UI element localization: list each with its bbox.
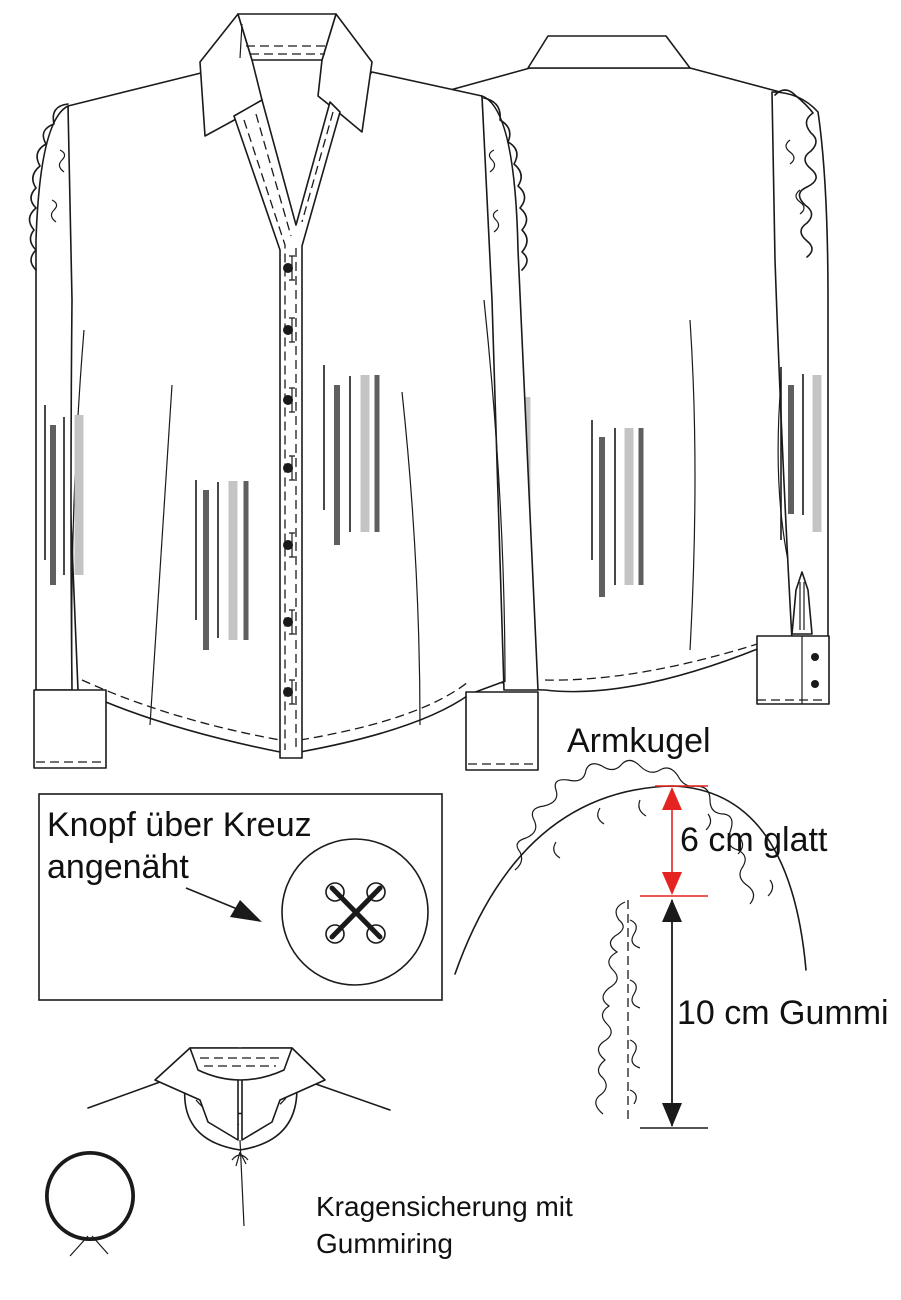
front-placket: [233, 99, 341, 759]
collar-securing-detail: Kragensicherung mit Gummiring: [45, 1047, 573, 1259]
arrow-up-icon: [662, 899, 682, 922]
front-right-ruffle-curl: [488, 149, 500, 233]
back-stripe-group-center: [591, 420, 644, 597]
sleeve-cap-title: Armkugel: [567, 722, 711, 760]
blouse-front-view: [28, 13, 539, 771]
sleeve-cap-outline: [454, 785, 807, 975]
back-sleeve-ruffle: [774, 89, 817, 258]
collar-note-line1: Kragensicherung mit: [316, 1191, 573, 1222]
placket-stitch-lapel: [301, 111, 334, 223]
cuff-button-icon: [811, 653, 819, 661]
elastic-ruffle: [595, 901, 626, 1115]
gather-curl: [553, 799, 774, 897]
smooth-length-label: 6 cm glatt: [680, 821, 828, 859]
back-ruffle-curl-1: [785, 139, 795, 165]
shoulder-line-right: [309, 1081, 391, 1111]
elastic-ring-highlight: [48, 1154, 132, 1238]
back-hem-stitch: [544, 639, 771, 681]
arrow-down-icon: [662, 1103, 682, 1127]
front-left-cuff: [33, 689, 107, 769]
placket-button-icon: [283, 679, 295, 705]
front-buttons: [283, 255, 295, 705]
back-dart-right: [689, 319, 696, 651]
back-cuff: [756, 635, 830, 705]
front-right-cuff: [465, 691, 539, 771]
placket-stitch-left: [243, 119, 286, 750]
collar-stand-detail: [189, 1047, 293, 1081]
collar-note-line2: Gummiring: [316, 1228, 453, 1259]
collar-fold: [239, 23, 243, 59]
back-stripe-group-right: [780, 367, 822, 540]
front-left-sleeve: [35, 105, 73, 691]
cross-stitch-icon: [329, 885, 383, 940]
front-stripe-group-right: [323, 365, 380, 545]
sleeve-cap-gather: [514, 759, 755, 905]
front-collar-stand: [237, 13, 337, 61]
placket-button-icon: [283, 255, 295, 281]
placket-line: [799, 582, 805, 630]
back-sleeve-placket: [791, 571, 813, 635]
placket-button-icon: [283, 532, 295, 558]
front-right-ruffle: [483, 97, 528, 271]
front-seam-left: [149, 384, 173, 726]
elastic-length-label: 10 cm Gummi: [677, 994, 889, 1032]
front-left-ruffle-curl: [50, 149, 66, 223]
front-left-ruffle: [28, 103, 69, 271]
placket-button-icon: [283, 455, 295, 481]
placket-button-icon: [283, 387, 295, 413]
front-stripe-group-left: [195, 480, 249, 650]
back-ruffle-curl-2: [795, 189, 805, 215]
arrow-head-icon: [230, 900, 262, 922]
front-stripe-group-sleeve: [44, 405, 84, 585]
elastic-loop-knot-icon: [231, 1151, 249, 1167]
arrow-down-icon: [662, 872, 682, 895]
front-side-left: [71, 329, 85, 681]
shoulder-line-left: [87, 1081, 161, 1109]
front-seam-right: [401, 391, 421, 726]
front-side-right: [483, 299, 506, 683]
elastic-ruffle-right: [629, 919, 641, 1105]
elastic-ring-knot-icon: [69, 1235, 109, 1257]
placket-stitch-inner: [255, 113, 292, 237]
front-right-sleeve: [481, 95, 539, 691]
button-detail-panel: Knopf über Kreuz angenäht: [38, 793, 443, 1001]
cuff-button-icon: [811, 680, 819, 688]
placket-button-icon: [283, 609, 295, 635]
back-collar-stand: [527, 35, 691, 69]
button-detail-title: Knopf über Kreuz: [47, 806, 312, 844]
placket-button-icon: [283, 317, 295, 343]
sleeve-cap-detail: Armkugel 6 cm glatt 10 cm Gummi: [454, 722, 889, 1129]
button-detail-subtitle: angenäht: [47, 848, 189, 886]
arrow-up-icon: [662, 787, 682, 810]
elastic-ring-icon: [45, 1151, 135, 1241]
front-hem-stitch: [81, 679, 469, 741]
